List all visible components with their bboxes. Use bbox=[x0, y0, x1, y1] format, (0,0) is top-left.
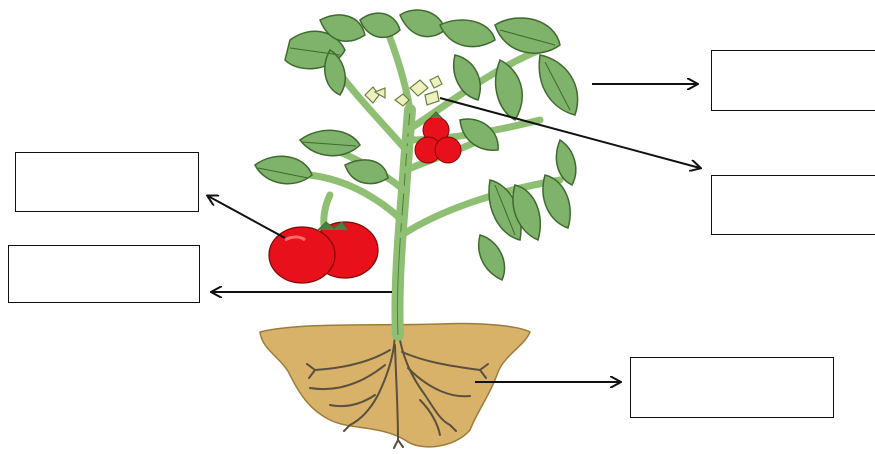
label-box-fruit[interactable] bbox=[15, 152, 199, 212]
label-box-stem[interactable] bbox=[8, 245, 200, 303]
label-box-leaf[interactable] bbox=[711, 50, 875, 111]
lower-tomatoes bbox=[269, 222, 378, 283]
label-box-root[interactable] bbox=[630, 357, 834, 418]
label-box-flower[interactable] bbox=[711, 175, 875, 235]
arrow-fruit bbox=[208, 196, 285, 238]
